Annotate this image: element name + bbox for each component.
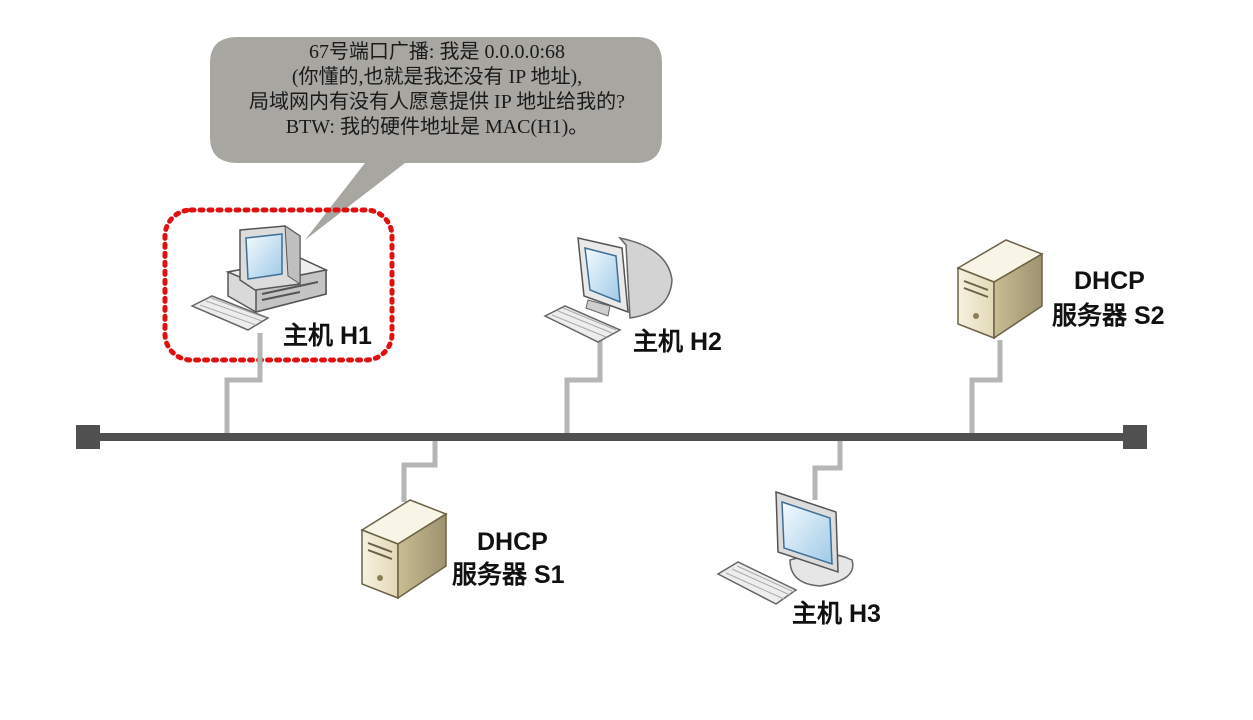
bus-terminator-left: [76, 425, 100, 449]
bubble-line-4: BTW: 我的硬件地址是 MAC(H1)。: [285, 116, 589, 138]
drop-line-s1: [401, 437, 438, 502]
server-s2-icon: [956, 239, 1044, 340]
bubble-message: 67号端口广播: 我是 0.0.0.0:68 (你懂的,也就是我还没有 IP 地…: [212, 40, 662, 140]
drop-lines: [224, 330, 1003, 502]
server-s2-label-line2: 服务器 S2: [1052, 302, 1165, 330]
drop-line-h3: [812, 437, 843, 500]
drop-line-h1: [224, 333, 263, 437]
computer-h1-icon: [190, 225, 329, 331]
server-s2-label-line1: DHCP: [1074, 267, 1145, 295]
bubble-line-1: 67号端口广播: 我是 0.0.0.0:68: [308, 41, 566, 63]
bubble-line-2: (你懂的,也就是我还没有 IP 地址),: [291, 66, 583, 88]
bubble-line-3: 局域网内有没有人愿意提供 IP 地址给我的?: [249, 91, 625, 113]
host-h2-label: 主机 H2: [633, 328, 722, 356]
host-h1-label: 主机 H1: [283, 322, 372, 350]
h1-highlight-box: [162, 207, 395, 363]
server-s1-label-line2: 服务器 S1: [452, 561, 565, 589]
drop-line-s2: [969, 340, 1003, 437]
bus-terminator-right: [1123, 425, 1147, 449]
server-s1-label-line1: DHCP: [477, 528, 548, 556]
computer-h3-icon: [716, 490, 854, 605]
host-h3-label: 主机 H3: [792, 600, 881, 628]
network-bus: [76, 425, 1147, 449]
drop-line-h2: [564, 330, 603, 437]
server-s1-icon: [360, 499, 448, 600]
speech-bubble: [210, 37, 662, 240]
computer-h2-icon: [543, 236, 673, 343]
